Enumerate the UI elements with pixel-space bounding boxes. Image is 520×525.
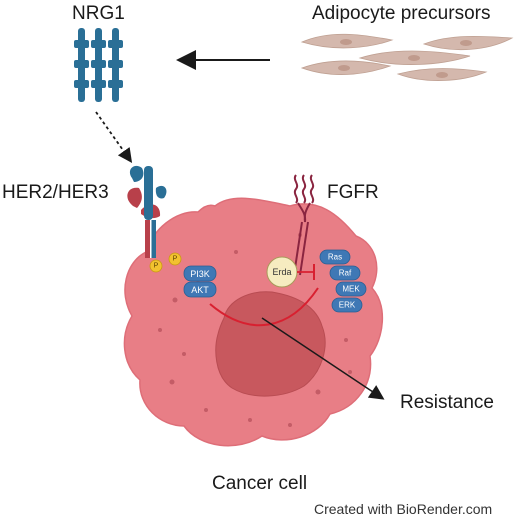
credit-label: Created with BioRender.com [314, 501, 493, 517]
pi3k-node-label: PI3K [190, 269, 210, 279]
ras-node-bg [319, 249, 351, 265]
nucleus-icon [215, 291, 326, 397]
adipocyte-label: Adipocyte precursors [312, 3, 491, 24]
ras-node-label: Ras [328, 253, 342, 262]
nrg1-label: NRG1 [72, 3, 125, 24]
erda-node-label: Erda [272, 267, 291, 277]
pi3k-node-bg [183, 265, 217, 282]
her-label: HER2/HER3 [2, 182, 109, 203]
akt-node-bg [183, 281, 217, 298]
phospho-1-icon [149, 259, 163, 273]
mek-node-bg [335, 281, 367, 297]
adipocyte-cell-icon [300, 33, 514, 81]
resistance-label: Resistance [400, 392, 494, 413]
signaling-arc [209, 287, 319, 327]
fgfr-label: FGFR [327, 182, 379, 203]
resistance-arrow [261, 317, 385, 400]
erk-node-bg [331, 297, 363, 313]
cancer-cell-label: Cancer cell [212, 473, 308, 494]
phospho-2-icon [168, 252, 182, 266]
mek-node-label: MEK [342, 285, 360, 294]
raf-node-label: Raf [339, 269, 352, 278]
her2-her3-receptor-icon [127, 165, 167, 258]
nrg1-ligand-icon [74, 28, 123, 102]
phospho-label-2: P [173, 256, 178, 263]
erk-node-label: ERK [339, 301, 356, 310]
raf-node-bg [329, 265, 361, 281]
akt-node-label: AKT [191, 285, 209, 295]
binding-arrow [95, 111, 133, 163]
phospho-label-1: P [154, 263, 159, 270]
